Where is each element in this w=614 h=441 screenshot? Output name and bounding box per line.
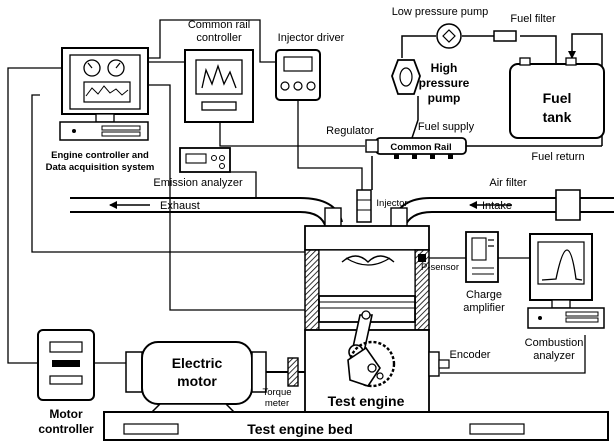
high-pressure-pump-label-3: pump xyxy=(428,91,461,105)
exhaust-label: Exhaust xyxy=(160,200,200,212)
electric-motor-label-1: Electric xyxy=(172,355,223,371)
test-engine: P-sensor Test engine xyxy=(304,225,459,413)
engine-controller-label-2: Data acquisition system xyxy=(46,162,155,173)
injector: Injector xyxy=(356,189,408,223)
engine-controller-label-1: Engine controller and xyxy=(51,150,149,161)
high-pressure-pump-label-2: pressure xyxy=(419,76,470,90)
combustion-analyzer-label-2: analyzer xyxy=(533,350,575,362)
fuel-filter-label: Fuel filter xyxy=(510,13,556,25)
air-filter-label: Air filter xyxy=(489,177,527,189)
torque-meter-label-2: meter xyxy=(265,398,289,409)
combustion-analyzer-label-1: Combustion xyxy=(525,337,584,349)
fuel-tank-label-1: Fuel xyxy=(543,90,572,106)
common-rail-label: Common Rail xyxy=(390,142,451,153)
engine-controller: Engine controller and Data acquisition s… xyxy=(46,47,155,173)
high-pressure-pump-label-1: High xyxy=(431,61,458,75)
high-pressure-pump: High pressure pump xyxy=(391,59,470,105)
test-engine-label: Test engine xyxy=(328,393,405,409)
test-engine-bed-label: Test engine bed xyxy=(247,421,353,437)
test-engine-bed: Test engine bed xyxy=(103,411,609,441)
emission-analyzer: Emission analyzer xyxy=(153,147,243,189)
fuel-filter: Fuel filter xyxy=(493,13,556,42)
encoder-label: Encoder xyxy=(450,349,491,361)
regulator-label: Regulator xyxy=(326,125,374,137)
torque-meter-label-1: Torque xyxy=(262,387,291,398)
common-rail-controller-label-2: controller xyxy=(196,32,242,44)
fuel-supply-label: Fuel supply xyxy=(418,121,475,133)
injector-driver-label: Injector driver xyxy=(278,32,345,44)
encoder: Encoder xyxy=(428,349,491,377)
charge-amplifier: Charge amplifier xyxy=(463,231,505,314)
motor-controller: Motor controller xyxy=(37,329,95,436)
injector-label: Injector xyxy=(376,198,407,209)
fuel-tank-label-2: tank xyxy=(543,109,572,125)
injector-driver: Injector driver xyxy=(275,32,345,101)
motor-controller-label-1: Motor xyxy=(49,407,83,421)
low-pressure-pump-label: Low pressure pump xyxy=(392,6,489,18)
charge-amplifier-label-1: Charge xyxy=(466,289,502,301)
torque-meter: Torque meter xyxy=(262,357,305,409)
combustion-analyzer: Combustion analyzer xyxy=(525,233,605,362)
intake-pipe: Air filter Intake xyxy=(391,177,614,229)
motor-controller-label-2: controller xyxy=(38,422,94,436)
emission-analyzer-label: Emission analyzer xyxy=(153,177,243,189)
fuel-return-label: Fuel return xyxy=(531,151,584,163)
low-pressure-pump: Low pressure pump xyxy=(392,6,489,49)
p-sensor-label: P-sensor xyxy=(421,262,459,273)
electric-motor-label-2: motor xyxy=(177,373,217,389)
common-rail-controller: Common rail controller xyxy=(184,19,254,123)
common-rail-controller-label-1: Common rail xyxy=(188,19,250,31)
exhaust-pipe: Exhaust xyxy=(70,197,343,229)
electric-motor: Electric motor xyxy=(125,341,288,415)
charge-amplifier-label-2: amplifier xyxy=(463,302,505,314)
fuel-tank: Fuel tank xyxy=(509,57,605,139)
common-rail: Common Rail Regulator Fuel supply Fuel r… xyxy=(326,121,584,163)
intake-label: Intake xyxy=(482,200,512,212)
